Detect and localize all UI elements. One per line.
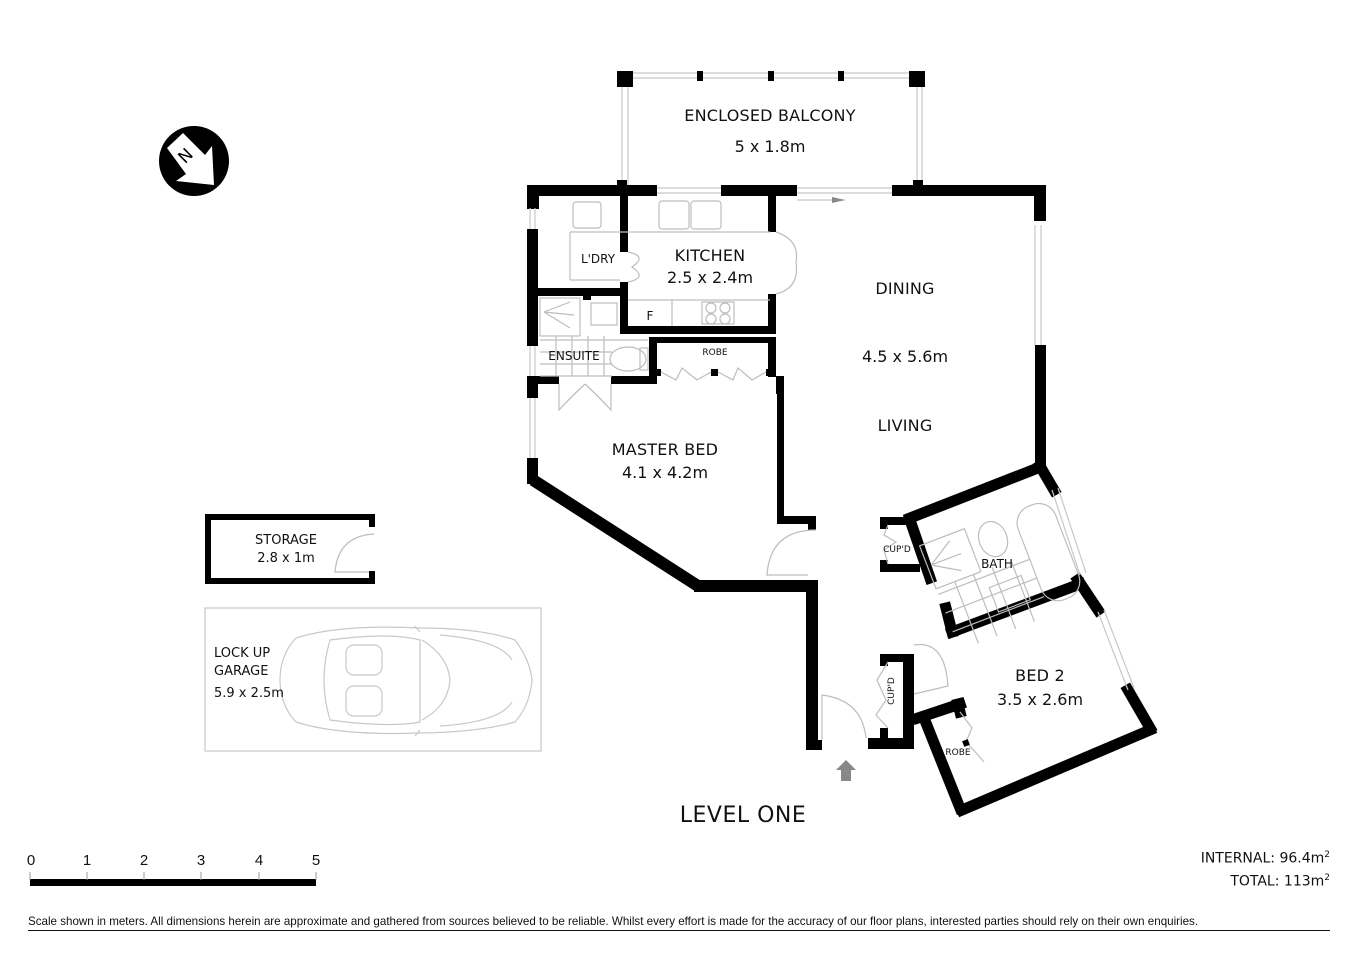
storage-walls (205, 514, 375, 584)
scale-tick-5: 5 (311, 852, 321, 869)
room-name-cupd-2: CUP'D (887, 677, 897, 705)
total-area-unit: 2 (1324, 873, 1330, 883)
scale-tick-2: 2 (139, 852, 149, 869)
room-dims-master-bed: 4.1 x 4.2m (621, 463, 709, 482)
room-dims-balcony: 5 x 1.8m (734, 137, 806, 156)
room-dims-bed2: 3.5 x 2.6m (996, 690, 1084, 709)
total-area: TOTAL: 113m2 (1230, 873, 1330, 890)
internal-area-value: 96.4m (1279, 850, 1325, 867)
garage-outline (204, 607, 542, 752)
scale-tick-3: 3 (196, 852, 206, 869)
room-name-robe-bed2: ROBE (945, 748, 971, 758)
car-icon (279, 625, 533, 737)
disclaimer-text: Scale shown in meters. All dimensions he… (28, 915, 1330, 931)
room-name-storage: STORAGE (255, 533, 317, 548)
walls (527, 185, 1046, 750)
bath-bed2-walls (902, 458, 1158, 818)
master-bed-angled-wall (527, 469, 702, 592)
room-dims-dining-living: 4.5 x 5.6m (861, 347, 949, 366)
room-name-living: LIVING (877, 416, 933, 435)
room-name-kitchen: KITCHEN (674, 246, 746, 265)
internal-area-label: INTERNAL: (1200, 850, 1275, 867)
total-area-label: TOTAL: (1230, 873, 1280, 890)
room-name-master-bed: MASTER BED (611, 440, 719, 459)
room-name-balcony: ENCLOSED BALCONY (684, 106, 856, 125)
room-dims-storage: 2.8 x 1m (257, 551, 315, 566)
entry-arrow-icon (836, 760, 856, 781)
balcony-glazing (621, 72, 923, 185)
balcony-posts (617, 71, 925, 190)
total-area-value: 113m (1283, 873, 1325, 890)
room-name-cupd-1: CUP'D (883, 545, 911, 555)
bed2-window (529, 187, 1135, 691)
north-arrow-icon: N (159, 126, 229, 196)
room-name-garage-line2: GARAGE (214, 664, 269, 679)
fridge-label: F (646, 309, 654, 323)
room-name-ensuite: ENSUITE (548, 349, 600, 363)
room-name-robe-master: ROBE (702, 348, 728, 358)
internal-area-unit: 2 (1324, 850, 1330, 860)
room-name-dining: DINING (875, 279, 935, 298)
room-dims-kitchen: 2.5 x 2.4m (666, 268, 754, 287)
room-name-bed2: BED 2 (1015, 666, 1065, 685)
scale-tick-0: 0 (26, 852, 36, 869)
fixtures (334, 200, 1081, 763)
slider-arrow-icon (832, 197, 845, 203)
internal-area: INTERNAL: 96.4m2 (1201, 850, 1330, 867)
scale-bar (29, 872, 317, 886)
room-name-bath: BATH (981, 557, 1013, 571)
room-dims-garage: 5.9 x 2.5m (214, 686, 284, 701)
scale-tick-4: 4 (254, 852, 264, 869)
room-name-laundry: L'DRY (580, 252, 616, 266)
level-title: LEVEL ONE (679, 803, 807, 828)
room-name-garage-line1: LOCK UP (214, 646, 271, 661)
scale-tick-1: 1 (82, 852, 92, 869)
